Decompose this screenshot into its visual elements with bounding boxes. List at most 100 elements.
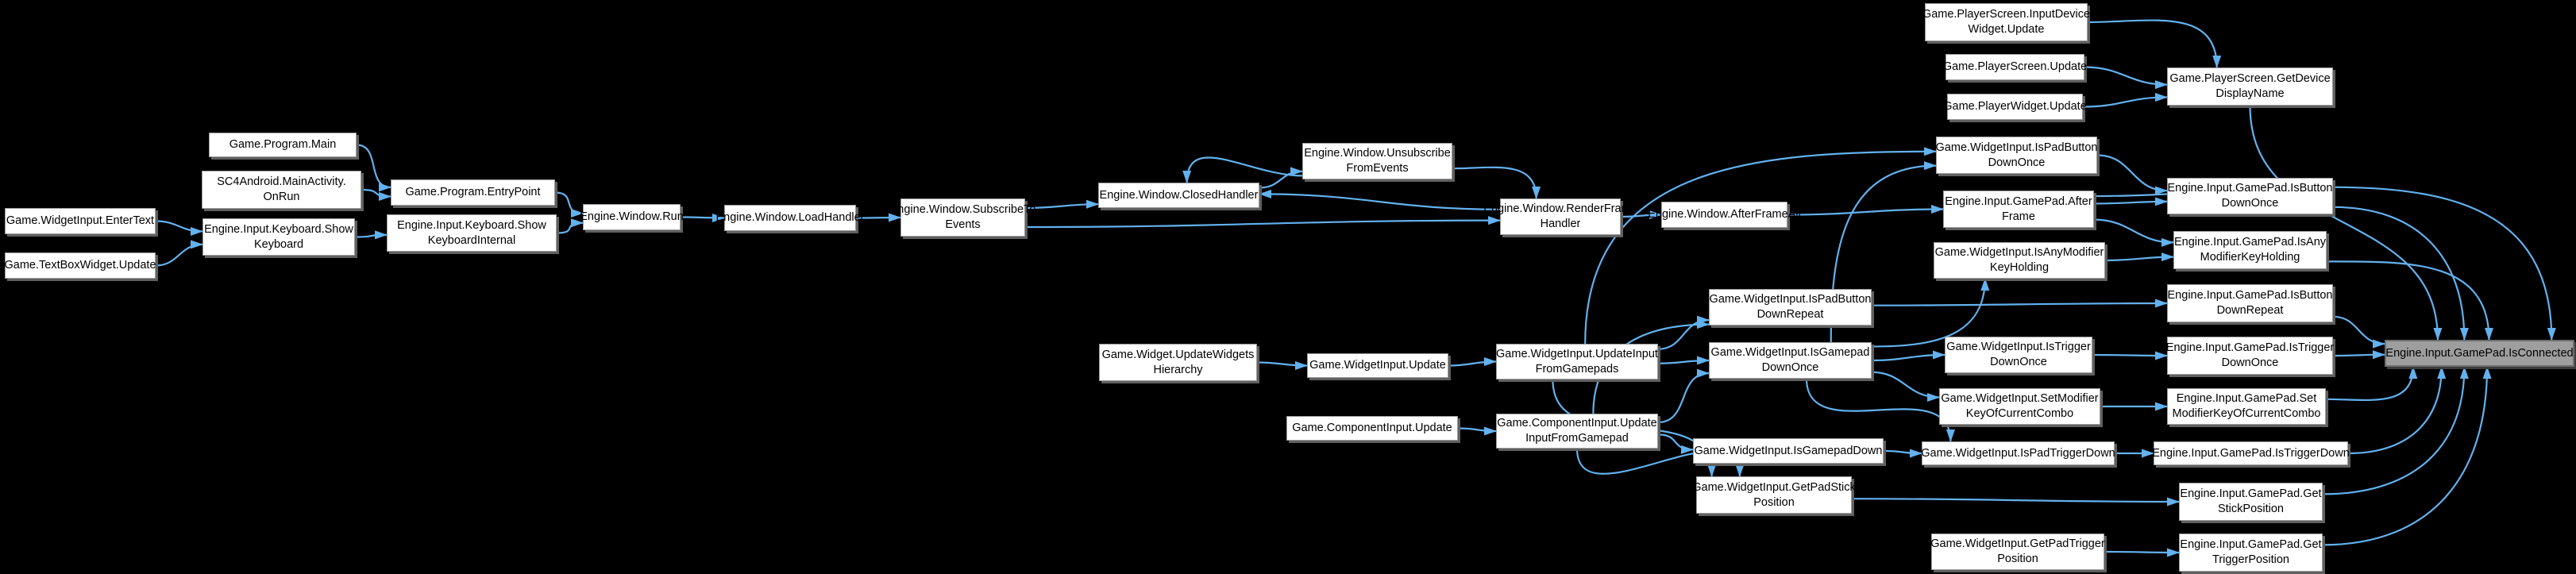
graph-node-programMain[interactable]: Game.Program.Main xyxy=(209,133,357,157)
graph-node-closedHandler[interactable]: Engine.Window.ClosedHandler xyxy=(1098,183,1259,208)
call-edge-gamePadAfterFrame-to-isAnyModifierKeyHolding xyxy=(2093,218,2174,247)
node-label-line: Game.WidgetInput.Update xyxy=(1309,359,1446,372)
node-label-line: Engine.Window.LoadHandler xyxy=(715,211,865,224)
node-label-line: Keyboard xyxy=(253,237,304,251)
call-edge-componentUpdateInputFromGamepad-to-isGamepadDownOnce xyxy=(1657,368,1710,424)
graph-node-isPadTriggerDown[interactable]: Game.WidgetInput.IsPadTriggerDown xyxy=(1921,441,2115,465)
call-edge-getStickPosition-to-isConnected xyxy=(2322,366,2469,495)
node-label-line: ModifierKeyOfCurrentCombo xyxy=(2172,407,2321,420)
graph-node-isConnected[interactable]: Engine.Input.GamePad.IsConnected xyxy=(2385,340,2574,367)
node-label-line: KeyOfCurrentCombo xyxy=(1965,407,2074,420)
node-label-line: Engine.Input.GamePad.Get xyxy=(2180,538,2322,551)
graph-node-playerScreenUpdate[interactable]: Game.PlayerScreen.Update xyxy=(1943,54,2087,80)
graph-node-isGamepadDown[interactable]: Game.WidgetInput.IsGamepadDown xyxy=(1693,438,1884,464)
call-edge-isGamepadDownOnce-to-widgetIsTriggerDownOnce xyxy=(1871,350,1945,362)
call-edge-isButtonDownRepeat-to-isConnected xyxy=(2332,315,2385,349)
call-edge-enterText-to-showKeyboard xyxy=(155,220,203,236)
node-label-line: ModifierKeyHolding xyxy=(2200,251,2300,264)
node-label-line: Engine.Input.GamePad.IsTrigger xyxy=(2165,341,2335,354)
call-edge-entryPoint-to-windowRun xyxy=(554,191,584,218)
call-edge-getDeviceDisplayName-to-isConnected xyxy=(2249,105,2443,341)
call-edge-isTriggerDownOnce-to-isConnected xyxy=(2332,350,2385,360)
graph-node-entryPoint[interactable]: Game.Program.EntryPoint xyxy=(391,179,555,206)
node-label-line: Game.WidgetInput.GetPadStick xyxy=(1692,480,1856,494)
graph-node-playerWidgetUpdate[interactable]: Game.PlayerWidget.Update xyxy=(1943,94,2087,120)
graph-node-afterFrameAll[interactable]: Engine.Window.AfterFrameAll xyxy=(1648,202,1801,228)
call-edge-updateWidgetsHierarchy-to-widgetInputUpdate xyxy=(1256,360,1308,370)
node-label-line: Position xyxy=(1997,553,2038,565)
call-edge-gamePadAfterFrame-to-isButtonDownOnce xyxy=(2093,197,2168,206)
call-edge-setModifierKeyOfCurrentCombo-to-isConnected xyxy=(2325,366,2418,402)
call-edge-unsubscribeFromEvents-to-renderFrameHandler xyxy=(1452,166,1541,199)
call-edge-updateInputFromGamepads-to-isGamepadDownOnce xyxy=(1657,356,1710,365)
node-label-line: Game.WidgetInput.IsGamepadDown xyxy=(1694,444,1883,457)
call-edge-inputDeviceWidgetUpdate-to-getDeviceDisplayName xyxy=(2087,19,2222,68)
graph-node-textboxUpdate[interactable]: Game.TextBoxWidget.Update xyxy=(5,252,156,279)
node-label-line: Game.Widget.UpdateWidgets xyxy=(1101,348,1255,361)
call-edge-widgetIsAnyModifierKeyHolding-to-isAnyModifierKeyHolding xyxy=(2104,252,2174,262)
node-label-line: Engine.Input.Keyboard.Show xyxy=(397,218,546,232)
call-edge-getTriggerPosition-to-isConnected xyxy=(2322,366,2492,546)
call-edge-renderFrameHandler-to-afterFrameAll xyxy=(1620,210,1662,220)
node-label-line: TriggerPosition xyxy=(2212,553,2289,566)
call-edge-programMain-to-entryPoint xyxy=(356,144,391,192)
node-label-line: Position xyxy=(1753,495,1795,509)
node-label-line: Engine.Input.GamePad.Set xyxy=(2176,392,2317,405)
graph-node-isTriggerDown[interactable]: Engine.Input.GamePad.IsTriggerDown xyxy=(2152,441,2350,465)
node-label-line: Game.WidgetInput.IsPadTriggerDown xyxy=(1921,446,2115,460)
node-label-line: Engine.Window.AfterFrameAll xyxy=(1648,208,1801,221)
node-label-line: Game.WidgetInput.IsTrigger xyxy=(1946,341,2091,353)
call-edge-afterFrameAll-to-gamePadAfterFrame xyxy=(1787,205,1944,216)
node-label-line: Engine.Input.GamePad.IsAny xyxy=(2173,236,2327,248)
graph-node-loadHandler[interactable]: Engine.Window.LoadHandler xyxy=(716,205,865,231)
node-label-line: Game.WidgetInput.IsPadButton xyxy=(1709,293,1872,306)
node-label-line: KeyHolding xyxy=(1989,261,2050,274)
node-label-line: DownOnce xyxy=(1988,156,2046,169)
graph-node-windowRun[interactable]: Engine.Window.Run xyxy=(580,204,684,230)
node-label-line: Engine.Input.GamePad.Get xyxy=(2180,487,2322,500)
call-edge-isPadButtonDownOnce-to-isButtonDownOnce xyxy=(2096,154,2168,195)
node-label-line: DownRepeat xyxy=(2216,304,2284,317)
node-label-line: Engine.Input.GamePad.After xyxy=(1945,195,2092,208)
node-label-line: Game.ComponentInput.Update xyxy=(1292,422,1452,434)
graph-node-enterText[interactable]: Game.WidgetInput.EnterText xyxy=(5,208,156,234)
graph-node-componentInputUpdate[interactable]: Game.ComponentInput.Update xyxy=(1286,416,1458,441)
graph-node-onRun[interactable]: SC4Android.MainActivity.OnRun xyxy=(202,171,361,209)
node-label-line: Engine.Input.GamePad.IsConnected xyxy=(2385,346,2574,360)
node-label-line: Game.TextBoxWidget.Update xyxy=(4,259,156,272)
call-edge-unsubscribeFromEvents-to-closedHandler xyxy=(1182,156,1303,183)
graph-node-widgetInputUpdate[interactable]: Game.WidgetInput.Update xyxy=(1307,353,1448,378)
call-edge-componentInputUpdate-to-componentUpdateInputFromGamepad xyxy=(1457,426,1497,436)
call-edge-isGamepadDownOnce-to-widgetSetModifierKey xyxy=(1871,371,1940,402)
call-edge-isPadButtonDownRepeat-to-isButtonDownRepeat xyxy=(1871,299,2168,308)
node-label-line: Game.WidgetInput.GetPadTrigger xyxy=(1930,537,2105,550)
call-edge-isAnyModifierKeyHolding-to-isConnected xyxy=(2326,260,2493,341)
node-label-line: Events xyxy=(945,218,981,231)
